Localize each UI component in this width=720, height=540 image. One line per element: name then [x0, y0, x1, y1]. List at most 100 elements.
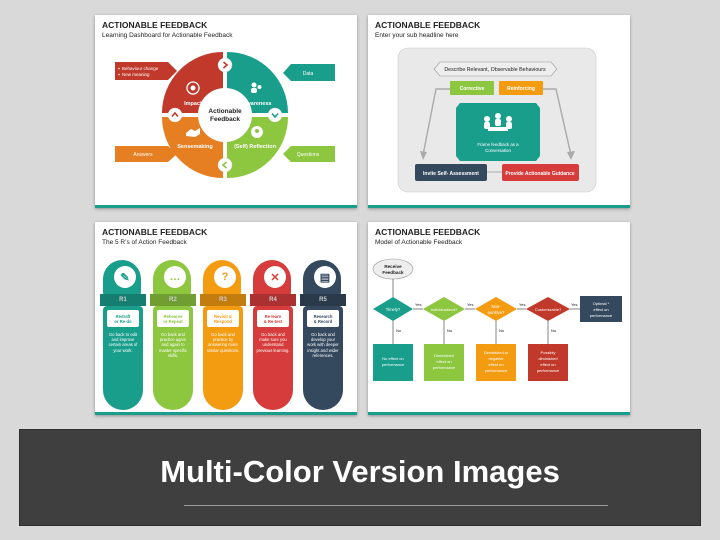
banner-underline	[184, 505, 608, 506]
slide-subtitle: Learning Dashboard for Actionable Feedba…	[102, 32, 233, 39]
callout-data-text: Data	[303, 71, 314, 77]
label-sensemaking: Sensemaking	[177, 144, 212, 150]
svg-text:Possibly: Possibly	[541, 350, 556, 355]
slide-title: ACTIONABLE FEEDBACK	[375, 227, 481, 237]
chat-icon: …	[164, 266, 186, 288]
slide-feedback-conversation[interactable]: ACTIONABLE FEEDBACK Enter your sub headl…	[368, 15, 630, 208]
card-cap: ✎	[103, 260, 141, 298]
label-awareness: Awareness	[243, 101, 272, 107]
callout-behaviour-1: Behaviour change	[122, 66, 159, 71]
title-banner: Multi-Color Version Images	[20, 430, 700, 525]
svg-text:Yes: Yes	[519, 302, 526, 307]
svg-text:Provide Actionable Guidance: Provide Actionable Guidance	[505, 171, 574, 177]
slide-footer-bar	[368, 205, 630, 208]
invite-box	[415, 164, 487, 181]
pencil-icon: ✎	[114, 266, 136, 288]
svg-text:negative: negative	[488, 356, 504, 361]
svg-text:Customizable?: Customizable?	[535, 307, 562, 312]
svg-text:punitive?: punitive?	[488, 310, 505, 315]
question-icon: ?	[214, 266, 236, 288]
callout-answers	[115, 146, 177, 162]
svg-text:effect on: effect on	[488, 362, 503, 367]
card-label: R4	[250, 294, 296, 306]
svg-text:diminished: diminished	[538, 356, 557, 361]
handshake-icon	[186, 128, 200, 137]
slide-title: ACTIONABLE FEEDBACK	[102, 227, 208, 237]
chevron-down-icon	[267, 107, 283, 123]
callout-behaviour	[115, 62, 177, 80]
people-icon	[251, 82, 262, 93]
slide-subtitle: The 5 R’s of Action Feedback	[102, 239, 187, 246]
dashboard-diagram: Actionable Feedback Impact Awareness Sen…	[115, 52, 335, 178]
thinking-head-icon	[251, 126, 263, 138]
svg-text:Optimal *: Optimal *	[593, 301, 610, 306]
svg-text:Reinforcing: Reinforcing	[507, 86, 535, 92]
svg-text:Describe Relevant, Observable: Describe Relevant, Observable Behaviours	[444, 67, 546, 73]
slide-footer-bar	[368, 412, 630, 415]
meeting-people-icon	[484, 113, 512, 131]
reinforcing-box	[499, 81, 543, 95]
outcome-individualized	[424, 344, 464, 381]
guidance-box	[502, 164, 579, 181]
flowchart: Receive Feedback Timely? Individualized?…	[372, 258, 622, 381]
label-impact: Impact	[184, 101, 202, 107]
card-cap: ▤	[303, 260, 341, 298]
svg-text:Non-: Non-	[491, 304, 501, 309]
callout-questions-text: Questions	[297, 152, 320, 158]
svg-text:performance: performance	[433, 365, 456, 370]
decision-customizable: Customizable?	[526, 297, 570, 321]
callout-questions	[283, 146, 335, 162]
svg-text:Timely?: Timely?	[386, 307, 401, 312]
center-label-1: Actionable	[208, 108, 242, 115]
slide-five-rs[interactable]: ACTIONABLE FEEDBACK The 5 R’s of Action …	[95, 222, 357, 415]
svg-text:performance: performance	[382, 362, 405, 367]
callout-data	[283, 64, 335, 81]
callout-behaviour-2: New meaning	[122, 72, 150, 77]
card-label: R2	[150, 294, 196, 306]
center-block	[456, 103, 540, 161]
svg-text:effect on: effect on	[436, 359, 451, 364]
svg-text:No effect on: No effect on	[382, 356, 404, 361]
slide-subtitle: Enter your sub headline here	[375, 32, 459, 39]
outcome-customizable	[528, 344, 568, 381]
outcome-timely	[373, 344, 413, 381]
banner-title: Multi-Color Version Images	[160, 454, 560, 489]
svg-text:Receive: Receive	[384, 264, 402, 269]
svg-text:No: No	[551, 328, 557, 333]
svg-text:performance: performance	[485, 368, 508, 373]
svg-text:No: No	[447, 328, 453, 333]
svg-text:No: No	[396, 328, 402, 333]
slide-learning-dashboard[interactable]: ACTIONABLE FEEDBACK Learning Dashboard f…	[95, 15, 357, 208]
slide-feedback-model[interactable]: ACTIONABLE FEEDBACK Model of Actionable …	[368, 222, 630, 415]
svg-text:No: No	[499, 328, 505, 333]
decision-timely: Timely?	[373, 297, 413, 321]
svg-text:Feedback: Feedback	[382, 270, 404, 275]
slide-footer-bar	[95, 205, 357, 208]
svg-text:Corrective: Corrective	[460, 86, 485, 92]
card-cap: …	[153, 260, 191, 298]
slide-title: ACTIONABLE FEEDBACK	[102, 20, 208, 30]
card-cap: ?	[203, 260, 241, 298]
callout-answers-text: Answers	[133, 152, 153, 158]
card-label: R3	[200, 294, 246, 306]
conversation-diagram: Describe Relevant, Observable Behaviours…	[397, 47, 597, 193]
svg-text:effect on: effect on	[540, 362, 555, 367]
slide-footer-bar	[95, 412, 357, 415]
card-heading: Research& Record	[307, 310, 339, 327]
chevron-right-icon	[217, 57, 233, 73]
outcome-nonpunitive	[476, 344, 516, 381]
svg-text:Diminished: Diminished	[434, 353, 454, 358]
svg-text:Diminished or: Diminished or	[484, 350, 509, 355]
decision-individualized: Individualized?	[423, 297, 465, 321]
svg-text:Individualized?: Individualized?	[431, 307, 458, 312]
decision-nonpunitive: Non- punitive?	[475, 297, 517, 321]
